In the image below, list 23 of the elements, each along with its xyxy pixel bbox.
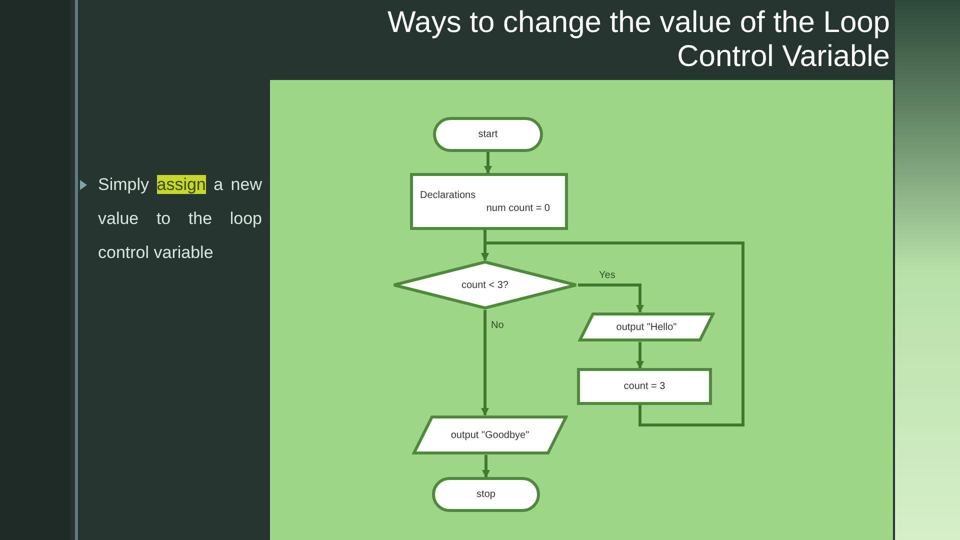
bullet-text: Simply assign a new value to the loop control variable — [98, 174, 262, 264]
node-text: count = 3 — [624, 380, 666, 393]
node-text: output "Hello" — [616, 320, 677, 334]
arrow — [481, 242, 744, 426]
node-text: count < 3? — [462, 278, 508, 292]
process-box — [410, 173, 568, 230]
arrow — [481, 310, 489, 416]
io-parallelogram — [578, 312, 715, 342]
terminator-shape — [433, 117, 543, 152]
node-text: stop — [476, 488, 496, 501]
arrow — [484, 152, 492, 174]
process-box — [577, 368, 712, 405]
node-text: num count = 0 — [486, 202, 550, 214]
node-text: Declarations — [420, 188, 476, 202]
io-parallelogram — [412, 415, 568, 455]
arrow — [578, 284, 644, 313]
decision-diamond — [392, 260, 578, 310]
slide-title: Ways to change the value of the Loop Control Variable — [386, 6, 890, 74]
node-text: output "Goodbye" — [450, 428, 530, 442]
node-text: start — [478, 128, 498, 141]
arrow — [482, 455, 490, 478]
terminator-shape — [432, 477, 540, 512]
arrow — [636, 342, 644, 369]
